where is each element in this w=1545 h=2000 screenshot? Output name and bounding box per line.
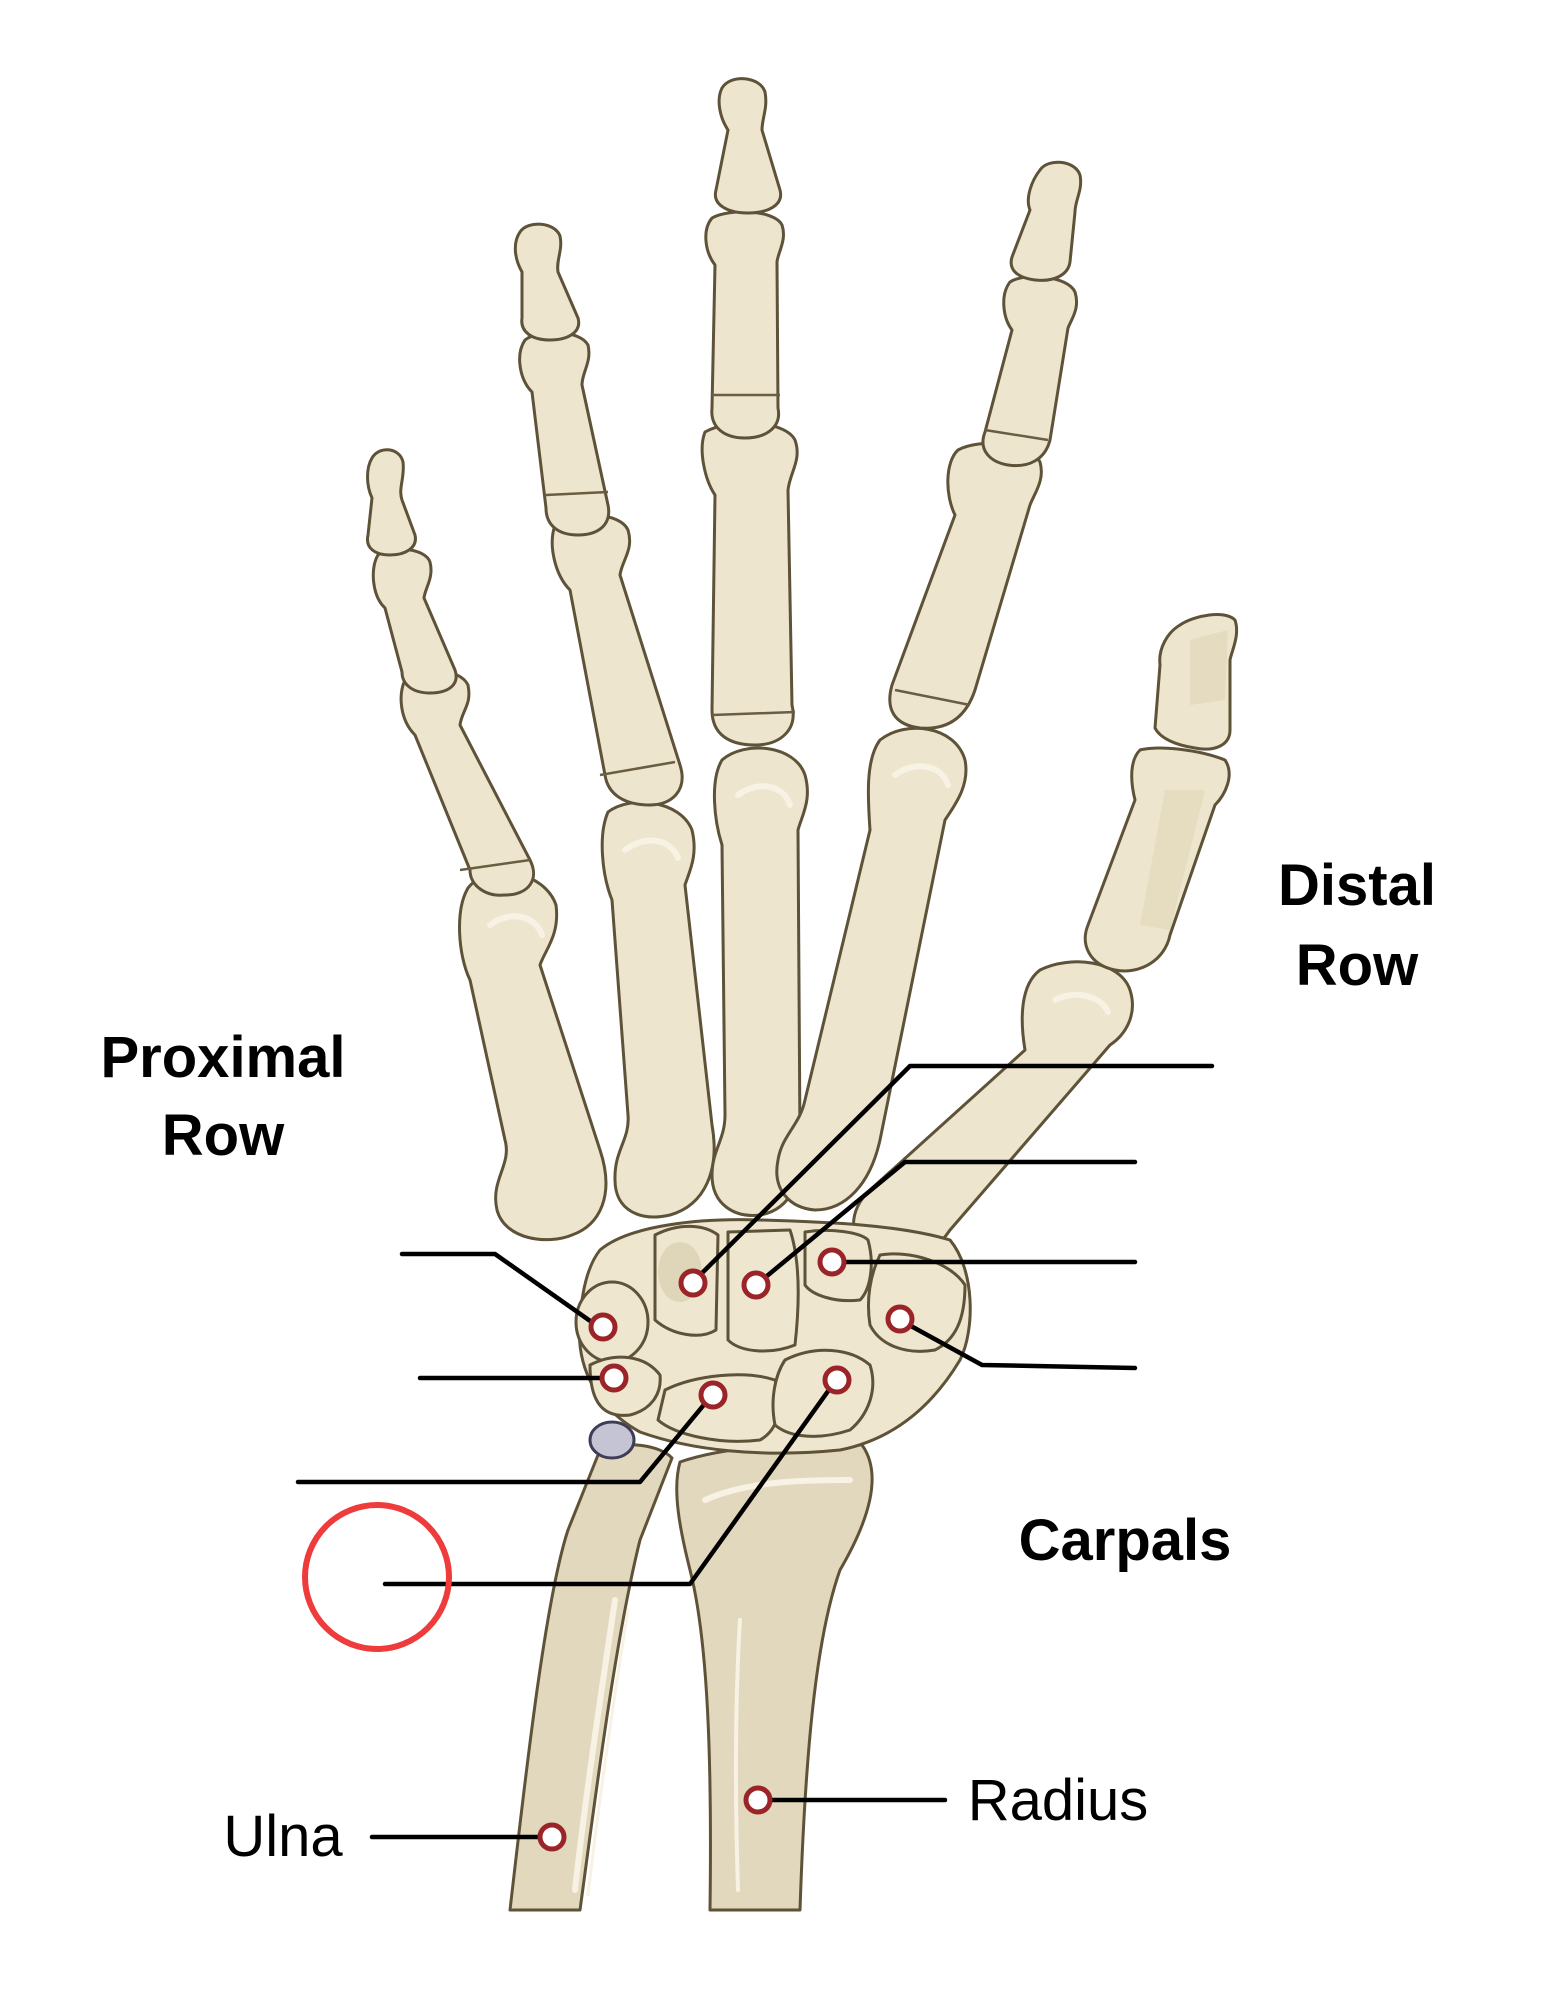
leader-lines: [295, 1063, 1215, 1840]
label-proximal-row-line1: Proximal: [101, 1025, 346, 1090]
label-radius: Radius: [968, 1768, 1149, 1833]
marker-trapezoid[interactable]: [741, 1270, 771, 1300]
label-distal-row-line2: Row: [1296, 933, 1419, 998]
middle-phalanx-middle: [704, 210, 785, 440]
marker-ulna[interactable]: [537, 1822, 567, 1852]
leader-capitate: [689, 1063, 1215, 1286]
label-distal-row-line1: Distal: [1278, 853, 1436, 918]
middle-phalanx-ring: [518, 330, 611, 537]
radius-bone: [675, 1442, 874, 1912]
metacarpal-ring: [600, 800, 716, 1219]
leader-triquetrum-scaphoid: [382, 1377, 839, 1587]
metacarpal-little: [458, 870, 608, 1242]
carpal-bones: [574, 1218, 972, 1455]
marker-hamate[interactable]: [588, 1312, 618, 1342]
label-ulna: Ulna: [223, 1804, 343, 1869]
distal-phalanx-little: [365, 448, 417, 557]
marker-trapezium[interactable]: [817, 1247, 847, 1277]
distal-phalanx-thumb: [1153, 613, 1239, 751]
middle-phalanx-index: [981, 275, 1079, 468]
distal-phalanx-index: [1009, 160, 1083, 282]
highlight-circle: [302, 1502, 452, 1652]
scaphoid: [771, 1348, 875, 1438]
distal-phalanx-ring: [513, 222, 581, 342]
marker-lunate[interactable]: [698, 1380, 728, 1410]
marker-scaphoid-distal[interactable]: [885, 1304, 915, 1334]
marker-scaphoid[interactable]: [822, 1365, 852, 1395]
marker-radius[interactable]: [743, 1785, 773, 1815]
proximal-phalanx-index: [888, 441, 1043, 730]
label-carpals: Carpals: [1019, 1508, 1232, 1573]
ulna-styloid-cap: [588, 1420, 636, 1460]
proximal-phalanx-ring: [550, 513, 684, 807]
leader-lunate: [295, 1392, 715, 1485]
label-proximal-row-line2: Row: [162, 1103, 285, 1168]
ulna-bone: [508, 1420, 674, 1912]
marker-pisiform[interactable]: [599, 1363, 629, 1393]
proximal-phalanx-thumb: [1083, 746, 1231, 973]
distal-phalanx-middle: [713, 77, 783, 215]
leader-scaphoid-distal: [897, 1317, 1138, 1371]
leader-hamate: [399, 1251, 606, 1333]
proximal-phalanx-little: [399, 668, 536, 897]
marker-capitate[interactable]: [678, 1268, 708, 1298]
marker-dots: [537, 1247, 915, 1852]
middle-phalanx-little: [371, 547, 458, 695]
metacarpal-index: [775, 726, 968, 1212]
proximal-phalanx-middle: [700, 421, 799, 747]
leader-trapezoid: [753, 1159, 1138, 1288]
